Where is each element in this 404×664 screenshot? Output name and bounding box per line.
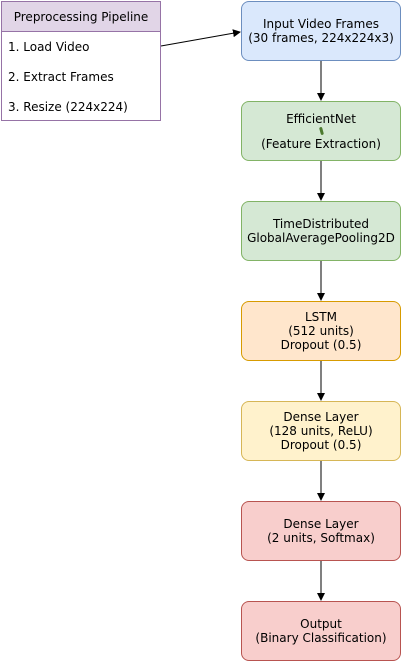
node-pooling-title: TimeDistributed: [272, 217, 370, 231]
node-efficientnet-title: EfficientNet: [286, 111, 356, 126]
preprocessing-step-resize: 3. Resize (224x224): [8, 100, 128, 114]
node-dense128-units: (128 units, ReLU): [269, 424, 373, 438]
node-lstm-title: LSTM: [305, 310, 337, 324]
node-dense-2: Dense Layer (2 units, Softmax): [241, 501, 401, 561]
node-input-title: Input Video Frames: [263, 17, 379, 31]
node-dense128-dropout: Dropout (0.5): [280, 438, 362, 452]
node-input-video-frames: Input Video Frames (30 frames, 224x224x3…: [241, 1, 401, 61]
node-lstm-dropout: Dropout (0.5): [280, 338, 362, 352]
node-lstm-units: (512 units): [288, 324, 354, 338]
preprocessing-pipeline-box: Preprocessing Pipeline 1. Load Video 2. …: [1, 1, 161, 121]
node-efficientnet: EfficientNet (Feature Extraction): [241, 101, 401, 161]
node-dense2-title: Dense Layer: [283, 517, 359, 531]
stray-mark-icon: [318, 126, 324, 135]
node-output-title: Output: [300, 617, 342, 631]
node-lstm: LSTM (512 units) Dropout (0.5): [241, 301, 401, 361]
node-dense-128: Dense Layer (128 units, ReLU) Dropout (0…: [241, 401, 401, 461]
preprocessing-pipeline-title: Preprocessing Pipeline: [2, 2, 160, 32]
node-dense128-title: Dense Layer: [283, 410, 359, 424]
node-efficientnet-detail: (Feature Extraction): [261, 136, 381, 151]
node-input-detail: (30 frames, 224x224x3): [248, 31, 394, 45]
preprocessing-step-extract-frames: 2. Extract Frames: [8, 70, 114, 84]
node-output-detail: (Binary Classification): [255, 631, 387, 645]
node-global-average-pooling: TimeDistributed GlobalAveragePooling2D: [241, 201, 401, 261]
node-pooling-detail: GlobalAveragePooling2D: [247, 231, 395, 245]
node-dense2-units: (2 units, Softmax): [267, 531, 375, 545]
arrow-preprocessing-to-input: [160, 29, 241, 47]
node-output: Output (Binary Classification): [241, 601, 401, 661]
preprocessing-step-load-video: 1. Load Video: [8, 40, 90, 54]
